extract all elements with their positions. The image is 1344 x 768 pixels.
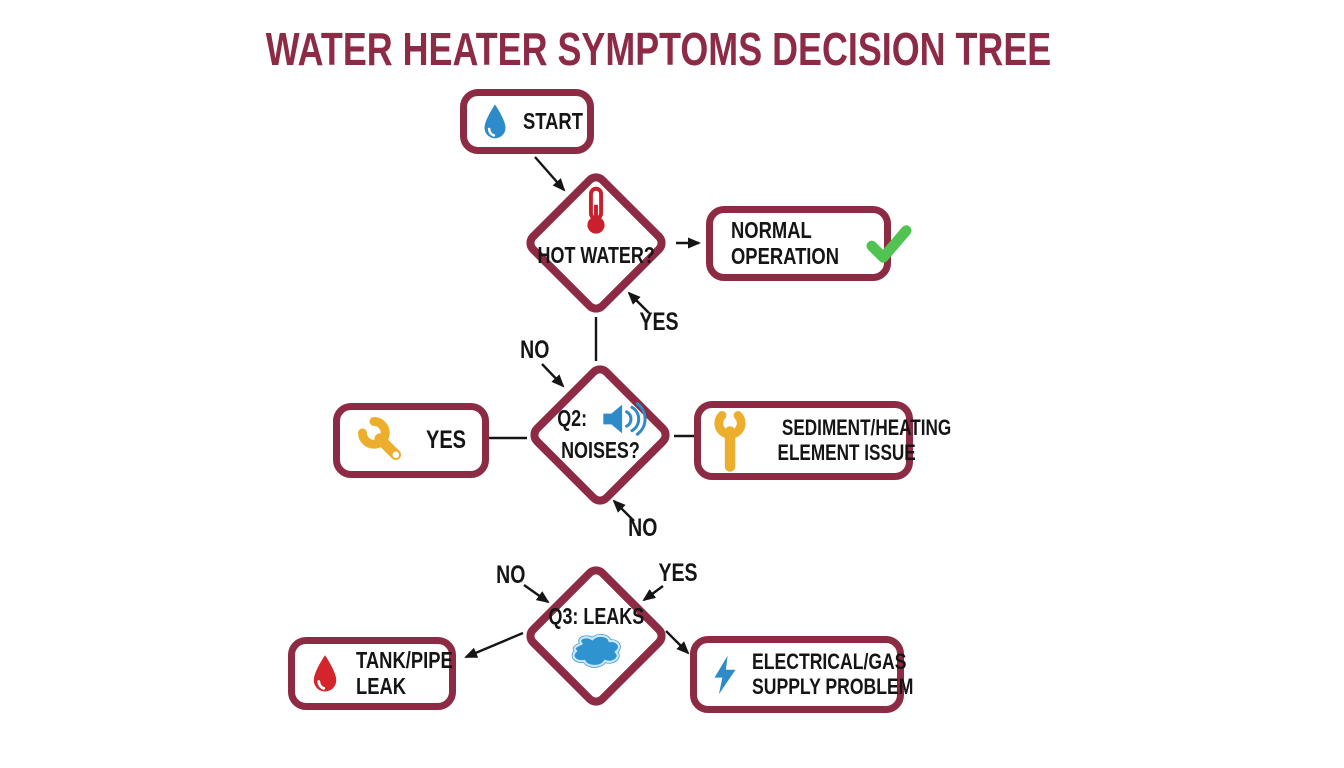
q1-hot-water-content: HOT WATER?	[496, 186, 696, 269]
q2-yes-label: YES	[426, 425, 467, 454]
start-node: START	[460, 89, 594, 154]
electrical-gas-node: ELECTRICAL/GAS SUPPLY PROBLEM	[690, 636, 913, 713]
blue-drop-icon	[484, 104, 506, 138]
tank-pipe-leak-node: TANK/PIPE LEAK	[288, 637, 456, 710]
sediment-node: SEDIMENT/HEATING ELEMENT ISSUE	[694, 401, 951, 480]
q2-noises-content: Q2: NOISES?	[500, 402, 700, 464]
lightning-icon	[714, 655, 736, 694]
q2-yes-node: YES	[333, 403, 489, 478]
electrical-gas-text: ELECTRICAL/GAS SUPPLY PROBLEM	[752, 649, 914, 699]
edge-label-q3-yes: YES	[658, 559, 698, 587]
q1-label: HOT WATER?	[537, 242, 655, 268]
sediment-text: SEDIMENT/HEATING ELEMENT ISSUE	[777, 415, 952, 465]
normal-operation-node: NORMAL OPERATION	[706, 206, 912, 281]
edge-label-q1-no: NO	[520, 336, 550, 364]
q3-leaks-content: Q3: LEAKS	[496, 603, 696, 669]
page-title: WATER HEATER SYMPTOMS DECISION TREE	[265, 23, 1051, 75]
speaker-icon	[602, 402, 647, 436]
thermometer-icon	[587, 186, 605, 234]
wrench-vertical-icon	[714, 410, 746, 472]
red-drop-icon	[313, 654, 337, 691]
q2-label: NOISES?	[560, 437, 640, 463]
edge-label-q1-yes: YES	[639, 308, 679, 336]
edge-label-q2-no: NO	[628, 514, 658, 542]
q3-label: Q3: LEAKS	[548, 603, 644, 629]
q2-prefix: Q2:	[557, 405, 588, 432]
normal-operation-text: NORMAL OPERATION	[731, 217, 840, 269]
puddle-icon	[571, 633, 621, 668]
edge-label-q3-no: NO	[496, 561, 526, 589]
checkmark-icon	[866, 224, 912, 263]
start-label: START	[523, 107, 583, 134]
tank-pipe-leak-text: TANK/PIPE LEAK	[356, 647, 453, 699]
wrench-diagonal-icon	[357, 416, 402, 460]
